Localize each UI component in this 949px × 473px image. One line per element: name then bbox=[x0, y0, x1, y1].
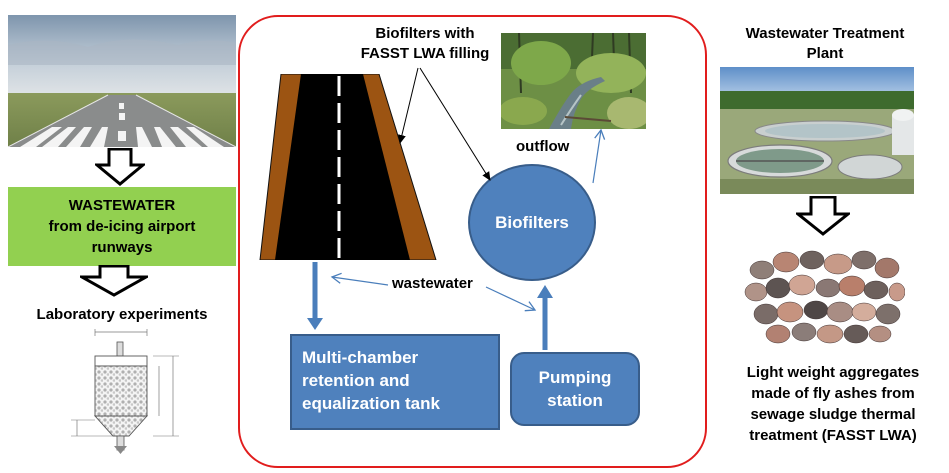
wastewater-label: wastewater bbox=[392, 275, 473, 292]
aggregates-caption-line1: Light weight aggregates bbox=[746, 364, 920, 381]
wastewater-subtitle-line1: from de-icing airport bbox=[48, 218, 196, 235]
tank-label-line1: Multi-chamber bbox=[302, 348, 419, 367]
down-arrow-icon bbox=[80, 265, 148, 297]
pumping-label-line2: station bbox=[547, 391, 603, 410]
lab-column-drawing bbox=[71, 329, 179, 454]
caption-pointer-runway bbox=[397, 67, 419, 144]
runway-drawing bbox=[259, 74, 437, 260]
aggregates-caption-line3: sewage sludge thermal bbox=[750, 406, 916, 423]
pumping-label-line1: Pumping bbox=[538, 368, 612, 387]
plant-title-line1: Wastewater Treatment bbox=[745, 25, 905, 42]
biofilters-label: Biofilters bbox=[495, 212, 569, 232]
aggregates-caption-line4: treatment (FASST LWA) bbox=[749, 427, 917, 444]
down-arrow-icon bbox=[95, 148, 145, 186]
pumping-station-box: Pumping station bbox=[510, 352, 640, 426]
stream-photo bbox=[501, 33, 646, 129]
biofilters-caption: Biofilters with FASST LWA filling bbox=[340, 24, 510, 64]
process-frame bbox=[238, 15, 707, 468]
plant-title: Wastewater Treatment Plant bbox=[710, 24, 940, 64]
aggregates-caption: Light weight aggregates made of fly ashe… bbox=[722, 362, 944, 446]
biofilters-caption-line1: Biofilters with bbox=[375, 25, 475, 42]
aggregates-caption-line2: made of fly ashes from bbox=[751, 385, 915, 402]
wastewater-arrow-right bbox=[485, 286, 537, 312]
wastewater-source-box: WASTEWATER from de-icing airport runways bbox=[8, 187, 236, 266]
aggregates-photo bbox=[742, 240, 905, 346]
caption-pointer-biofilters bbox=[419, 67, 491, 181]
biofilters-node: Biofilters bbox=[468, 164, 596, 281]
outflow-arrow bbox=[592, 128, 606, 184]
retention-tank-box: Multi-chamber retention and equalization… bbox=[290, 334, 500, 430]
wastewater-title: WASTEWATER bbox=[68, 197, 176, 214]
plant-title-line2: Plant bbox=[806, 45, 844, 62]
outflow-label: outflow bbox=[516, 138, 570, 155]
wastewater-arrow-left bbox=[330, 272, 389, 286]
wastewater-subtitle-line2: runways bbox=[91, 239, 153, 256]
tank-label-line3: equalization tank bbox=[302, 394, 440, 413]
tank-label-line2: retention and bbox=[302, 371, 410, 390]
laboratory-experiments-label: Laboratory experiments bbox=[36, 306, 208, 323]
runway-photo bbox=[8, 15, 236, 147]
treatment-plant-photo bbox=[720, 67, 914, 194]
down-arrow-icon bbox=[796, 196, 850, 236]
biofilters-caption-line2: FASST LWA filling bbox=[360, 45, 490, 62]
